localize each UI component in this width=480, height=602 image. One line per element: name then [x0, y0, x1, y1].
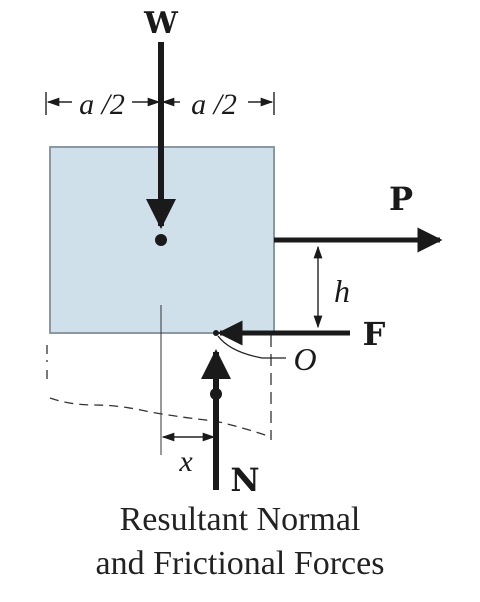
dimension-a: [45, 92, 275, 115]
normal-force-label: N: [230, 461, 259, 499]
normal-force-dot: [210, 388, 222, 400]
center-of-gravity-dot: [155, 234, 167, 246]
point-o-label: O: [293, 341, 316, 377]
dashed-ground-outline: [46, 345, 269, 437]
a-half-left-label: a /2: [79, 88, 125, 121]
applied-force-label: P: [389, 180, 413, 218]
a-half-right-label: a /2: [191, 88, 237, 121]
weight-label: W: [143, 6, 179, 41]
friction-force-label: F: [363, 315, 386, 353]
point-o-leader: [217, 335, 286, 359]
point-o-dot: [213, 330, 219, 336]
caption-line-2: and Frictional Forces: [95, 545, 385, 582]
height-label: h: [334, 273, 350, 309]
caption-line-1: Resultant Normal: [119, 501, 361, 538]
x-label: x: [178, 445, 193, 478]
